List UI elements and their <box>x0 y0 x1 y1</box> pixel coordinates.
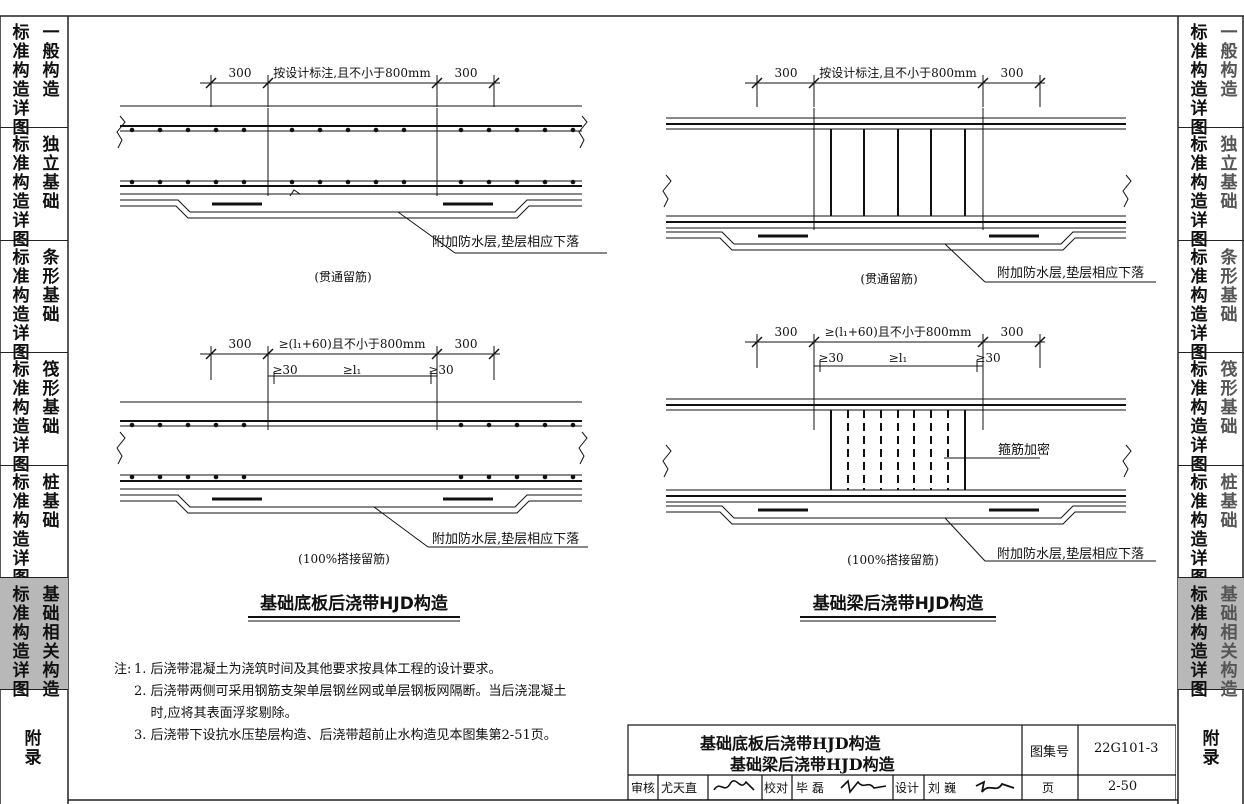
dim-300-right: 300 <box>1001 66 1024 80</box>
atlas-number: 22G101-3 <box>1094 741 1159 756</box>
left-tab-isolated[interactable]: 标准构造详图 独立基础 <box>0 128 68 250</box>
dim-300-right: 300 <box>455 337 478 351</box>
dim-300-left: 300 <box>229 66 252 80</box>
construction-drawings: 300 按设计标注,且不小于800mm 300 附加防水层,垫层相应下落 <box>116 65 1176 800</box>
right-tab-related[interactable]: 标准构造详图 基础相关构造 <box>1178 578 1244 700</box>
tab-label: 一般构造 <box>42 23 60 100</box>
review-name: 尤天直 <box>661 781 698 795</box>
note-item: 3. 后浇带下设抗水压垫层构造、后浇带超前止水构造见本图集第2-51页。 <box>134 728 557 743</box>
tab-label: 独立基础 <box>42 135 60 212</box>
caption-lap: (100%搭接留筋) <box>298 551 390 566</box>
tab-label: 附录 <box>1202 729 1220 768</box>
dim-300-right: 300 <box>1001 325 1024 339</box>
tab-label: 独立基础 <box>1220 135 1238 212</box>
note-item: 1. 后浇带混凝土为浇筑时间及其他要求按具体工程的设计要求。 <box>134 662 502 677</box>
right-tab-strip[interactable]: 标准构造详图 条形基础 <box>1178 241 1244 363</box>
title-block-line1: 基础底板后浇带HJD构造 <box>700 734 881 753</box>
dim-l1-label: ≥l₁ <box>889 351 908 365</box>
check-name: 毕磊 <box>796 781 829 795</box>
review-signature <box>713 780 755 791</box>
right-nav-tabs: 标准构造详图 一般构造 标准构造详图 独立基础 标准构造详图 条形基础 标准构造… <box>1178 16 1244 804</box>
dim-300-left: 300 <box>229 337 252 351</box>
tab-label: 桩基础 <box>42 473 60 531</box>
tab-label: 标准构造详图 <box>1190 23 1208 138</box>
title-block-line2: 基础梁后浇带HJD构造 <box>730 755 895 774</box>
tab-label: 标准构造详图 <box>12 248 30 363</box>
left-tab-related[interactable]: 标准构造详图 基础相关构造 <box>0 578 68 700</box>
beam-through-bars-diagram: 300 按设计标注,且不小于800mm 300 附加防水层,垫层相应下落 (贯通… <box>662 65 1156 286</box>
design-signature <box>975 780 1015 793</box>
check-signature <box>840 779 887 794</box>
waterproof-note: 附加防水层,垫层相应下落 <box>432 531 579 547</box>
tab-label: 筏形基础 <box>42 360 60 437</box>
beam-section-title: 基础梁后浇带HJD构造 <box>812 593 985 614</box>
dim-lap-label: ≥(l₁+60)且不小于800mm <box>824 325 972 339</box>
dim-30-right: ≥30 <box>428 363 453 377</box>
dim-30-left: ≥30 <box>272 363 297 377</box>
dim-300-left: 300 <box>775 325 798 339</box>
stirrup-dense-note: 箍筋加密 <box>998 442 1050 458</box>
right-tab-raft[interactable]: 标准构造详图 筏形基础 <box>1178 353 1244 475</box>
tab-label: 标准构造详图 <box>1190 360 1208 475</box>
dim-design-label: 按设计标注,且不小于800mm <box>273 65 431 80</box>
caption-through: (贯通留筋) <box>314 269 371 284</box>
design-label: 设计 <box>895 781 920 795</box>
waterproof-note: 附加防水层,垫层相应下落 <box>432 234 579 250</box>
dim-300-right: 300 <box>455 66 478 80</box>
left-tab-pile[interactable]: 标准构造详图 桩基础 <box>0 466 68 588</box>
atlas-label: 图集号 <box>1030 745 1070 760</box>
waterproof-note: 附加防水层,垫层相应下落 <box>997 265 1144 281</box>
dim-l1-label: ≥l₁ <box>343 363 362 377</box>
tab-label: 标准构造详图 <box>1190 135 1208 250</box>
note-item: 2. 后浇带两侧可采用钢筋支架单层钢丝网或单层钢板网隔断。当后浇混凝土 <box>134 684 567 699</box>
design-name: 刘巍 <box>928 781 961 795</box>
slab-section-title: 基础底板后浇带HJD构造 <box>259 593 449 614</box>
tab-label: 条形基础 <box>42 248 60 325</box>
tab-label: 标准构造详图 <box>12 135 30 250</box>
left-tab-appendix[interactable]: 附录 <box>0 690 68 804</box>
caption-through: (贯通留筋) <box>860 271 917 286</box>
right-tab-general[interactable]: 标准构造详图 一般构造 <box>1178 16 1244 138</box>
notes-label: 注: <box>114 662 132 677</box>
tab-label: 一般构造 <box>1220 23 1238 100</box>
dim-30-right: ≥30 <box>975 351 1000 365</box>
tab-label: 标准构造详图 <box>12 360 30 475</box>
right-tab-appendix[interactable]: 附录 <box>1178 690 1244 804</box>
slab-lap-bars-diagram: 300 ≥(l₁+60)且不小于800mm 300 ≥30 ≥l₁ ≥30 附加… <box>116 337 588 566</box>
tab-label: 标准构造详图 <box>12 473 30 588</box>
tab-label: 附录 <box>24 729 42 768</box>
caption-lap: (100%搭接留筋) <box>847 552 939 567</box>
page-number: 2-50 <box>1108 779 1138 794</box>
left-tab-general[interactable]: 标准构造详图 一般构造 <box>0 16 68 138</box>
beam-lap-bars-diagram: 300 ≥(l₁+60)且不小于800mm 300 ≥30 ≥l₁ ≥30 箍筋… <box>662 325 1156 567</box>
left-tab-raft[interactable]: 标准构造详图 筏形基础 <box>0 353 68 475</box>
dim-design-label: 按设计标注,且不小于800mm <box>819 65 977 80</box>
tab-label: 基础相关构造 <box>42 585 60 700</box>
note-item: 时,应将其表面浮浆剔除。 <box>134 706 298 721</box>
left-tab-strip[interactable]: 标准构造详图 条形基础 <box>0 241 68 363</box>
tab-label: 筏形基础 <box>1220 360 1238 437</box>
title-block <box>627 724 1176 800</box>
check-label: 校对 <box>764 781 789 795</box>
tab-label: 标准构造详图 <box>12 585 30 700</box>
dim-lap-label: ≥(l₁+60)且不小于800mm <box>278 337 426 351</box>
tab-label: 标准构造详图 <box>1190 585 1208 700</box>
page-label: 页 <box>1042 781 1055 795</box>
tab-label: 条形基础 <box>1220 248 1238 325</box>
left-nav-tabs: 标准构造详图 一般构造 标准构造详图 独立基础 标准构造详图 条形基础 标准构造… <box>0 16 68 804</box>
tab-label: 标准构造详图 <box>12 23 30 138</box>
right-tab-isolated[interactable]: 标准构造详图 独立基础 <box>1178 128 1244 250</box>
waterproof-note: 附加防水层,垫层相应下落 <box>997 546 1144 562</box>
slab-through-bars-diagram: 300 按设计标注,且不小于800mm 300 附加防水层,垫层相应下落 <box>116 65 607 284</box>
right-tab-pile[interactable]: 标准构造详图 桩基础 <box>1178 466 1244 588</box>
tab-label: 标准构造详图 <box>1190 248 1208 363</box>
tab-label: 标准构造详图 <box>1190 473 1208 588</box>
tab-label: 桩基础 <box>1220 473 1238 531</box>
review-label: 审核 <box>631 781 656 795</box>
dim-30-left: ≥30 <box>818 351 843 365</box>
tab-label: 基础相关构造 <box>1220 585 1238 700</box>
dim-300-left: 300 <box>775 66 798 80</box>
